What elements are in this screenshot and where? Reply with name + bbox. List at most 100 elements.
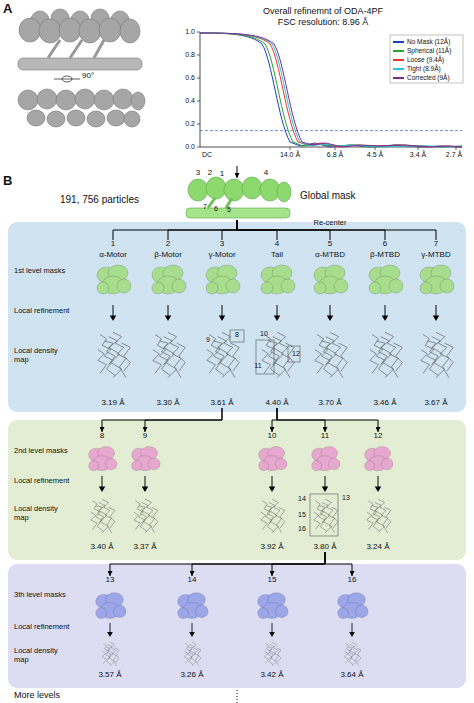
level-band: 2nd level masksLocal refinementLocal den… xyxy=(8,420,466,560)
axis-tick-label: 1.0 xyxy=(185,28,195,36)
callout-text: 4 xyxy=(264,169,268,178)
mask-column: 163.64 Å xyxy=(322,576,382,680)
resolution-value: 4.40 Å xyxy=(245,399,309,408)
density-map-side-view xyxy=(18,89,145,127)
mask-column: 103.92 Å xyxy=(250,432,294,552)
callout-number: 16 xyxy=(316,576,388,585)
axis-tick-label: 6.8 Å xyxy=(327,151,343,159)
callout-text: 11 xyxy=(254,362,261,370)
continuation-dots xyxy=(236,690,237,703)
legend-text: Spherical (11Å) xyxy=(407,47,451,54)
global-mask-box: Global mask xyxy=(182,178,292,220)
legend-swatch xyxy=(393,50,404,52)
mask-column: 2β-Motor3.30 Å xyxy=(142,240,194,408)
mask-column: 113.80 Å xyxy=(303,432,347,552)
axis-tick-label: 0.2 xyxy=(185,120,195,128)
callout-text: Re-center xyxy=(314,219,347,227)
callout-number: 4 xyxy=(245,240,309,249)
mask-column: 133.57 Å xyxy=(80,576,140,680)
column-name: β-Motor xyxy=(136,251,200,260)
resolution-value: 3.80 Å xyxy=(297,543,353,552)
callout-number: 3 xyxy=(190,240,254,249)
callout-text: More levels xyxy=(14,691,60,701)
callout-text: 13 xyxy=(342,494,350,502)
row-label: Local density map xyxy=(14,504,72,522)
legend-entry: No Mask (12Å) xyxy=(393,37,451,46)
resolution-value: 3.42 Å xyxy=(236,671,308,680)
callout-text: 191, 756 particles xyxy=(60,194,139,205)
fsc-chart: Overall refinemnt of ODA-4PFFSC resoluti… xyxy=(180,4,466,166)
row-label: 2nd level masks xyxy=(14,446,72,455)
legend-text: Corrected (9Å) xyxy=(407,74,450,81)
axis-tick-label: DC xyxy=(202,151,212,159)
column-name: β-MTBD xyxy=(353,251,417,260)
row-label: Local refinement xyxy=(14,306,72,315)
resolution-value: 3.37 Å xyxy=(117,543,173,552)
axis-tick-label: 2.7 Å xyxy=(446,151,462,159)
mask-column: 153.42 Å xyxy=(242,576,302,680)
density-map-top-view xyxy=(18,9,142,70)
legend-entry: Loose (9.4Å) xyxy=(393,55,451,64)
callout-number: 13 xyxy=(74,576,146,585)
callout-number: 7 xyxy=(404,240,468,249)
fsc-plot xyxy=(197,32,463,150)
legend-entry: Corrected (9Å) xyxy=(393,73,451,82)
axis-tick-label: 0.0 xyxy=(185,143,195,151)
column-name: α-MTBD xyxy=(298,251,362,260)
row-label: Local refinement xyxy=(14,622,72,631)
callout-number: 11 xyxy=(297,432,353,441)
resolution-value: 3.64 Å xyxy=(316,671,388,680)
chart-title: Overall refinemnt of ODA-4PF xyxy=(180,7,466,17)
callout-text: 16 xyxy=(298,525,306,533)
resolution-value: 3.30 Å xyxy=(136,399,200,408)
mask-column: 1α-Motor3.19 Å xyxy=(87,240,139,408)
mask-column: 7γ-MTBD3.67 Å xyxy=(410,240,462,408)
axis-tick-label: 0.6 xyxy=(185,74,195,82)
chart-title: FSC resolution: 8.96 Å xyxy=(180,18,466,28)
legend-swatch xyxy=(393,41,404,43)
callout-number: 10 xyxy=(244,432,300,441)
legend-entry: Spherical (11Å) xyxy=(393,46,451,55)
callout-text: 15 xyxy=(298,511,306,519)
callout-number: 5 xyxy=(298,240,362,249)
callout-text: 6 xyxy=(214,205,218,213)
resolution-value: 3.70 Å xyxy=(298,399,362,408)
callout-number: 1 xyxy=(81,240,145,249)
legend-text: Tight (8.9Å) xyxy=(407,65,441,72)
axis-tick-label: 3.4 Å xyxy=(410,151,426,159)
panel-letter: A xyxy=(3,2,12,16)
resolution-value: 3.57 Å xyxy=(74,671,146,680)
mask-column: 123.24 Å xyxy=(356,432,400,552)
row-label: 3th level masks xyxy=(14,590,72,599)
resolution-value: 3.92 Å xyxy=(244,543,300,552)
callout-number: 12 xyxy=(350,432,406,441)
mask-column: 83.40 Å xyxy=(80,432,124,552)
level-band: 3th level masksLocal refinementLocal den… xyxy=(8,564,466,688)
connector-line xyxy=(237,166,238,178)
callout-number: 2 xyxy=(136,240,200,249)
callout-number: 6 xyxy=(353,240,417,249)
axis-tick-label: 14.0 Å xyxy=(280,151,300,159)
resolution-value: 3.40 Å xyxy=(74,543,130,552)
panel-letter: B xyxy=(3,174,12,188)
callout-text: 9 xyxy=(206,336,210,344)
axis-tick-label: 0.4 xyxy=(185,97,195,105)
rotation-symbol xyxy=(54,76,80,82)
column-name: α-Motor xyxy=(81,251,145,260)
legend-text: Loose (9.4Å) xyxy=(407,56,444,63)
mask-column: 93.37 Å xyxy=(123,432,167,552)
resolution-value: 3.61 Å xyxy=(190,399,254,408)
resolution-value: 3.67 Å xyxy=(404,399,468,408)
column-name: γ-Motor xyxy=(190,251,254,260)
row-label: 1st level masks xyxy=(14,266,72,275)
callout-text: 2 xyxy=(208,169,212,178)
legend-entry: Tight (8.9Å) xyxy=(393,64,451,73)
column-name: γ-MTBD xyxy=(404,251,468,260)
global-mask-map xyxy=(186,177,291,218)
chart-legend: No Mask (12Å)Spherical (11Å) Loose (9.4Å)… xyxy=(393,37,451,82)
callout-text: 8 xyxy=(235,331,239,339)
callout-text: 10 xyxy=(260,330,268,338)
callout-number: 14 xyxy=(156,576,228,585)
mask-column: 4Tail4.40 Å xyxy=(251,240,303,408)
